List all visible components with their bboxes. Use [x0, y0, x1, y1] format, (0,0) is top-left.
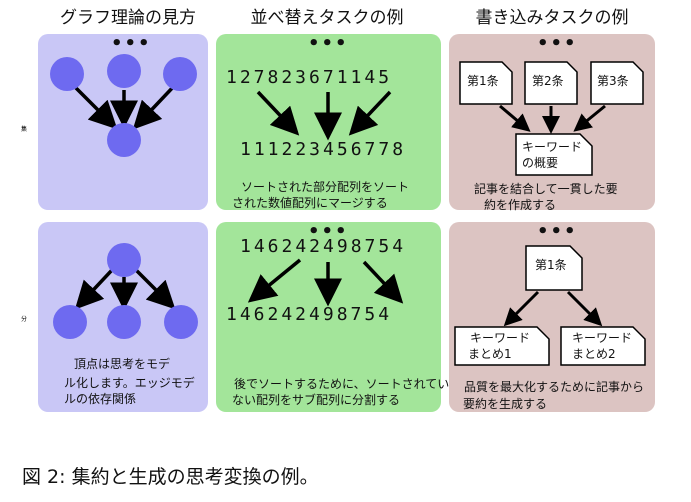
sort-panel-bottom: [216, 222, 441, 412]
write-top-docs: [459, 61, 644, 176]
write-bottom-docs: [454, 245, 646, 366]
merge-description-line2: された数値配列にマージする: [232, 196, 388, 210]
figure-caption: 図 2: 集約と生成の思考変換の例。: [22, 466, 319, 488]
summary2-label-line1: キーワード: [572, 331, 633, 345]
generation-graph: [53, 243, 198, 339]
graph-node: [163, 57, 197, 91]
row-label-split: 分: [21, 316, 28, 323]
split-input-sequence: 146242498754: [240, 236, 407, 257]
graph-node: [107, 243, 141, 277]
ellipsis-dots: •••: [308, 33, 349, 54]
ellipsis-dots: •••: [537, 221, 578, 242]
merge-arrows: [256, 90, 392, 141]
graph-description-line2: ル化します。エッジモデ: [64, 376, 195, 390]
write-bottom-description-line2: 要約を生成する: [463, 397, 548, 411]
summary-label-line2: の概要: [522, 156, 559, 170]
write-task-title: 書き込みタスクの例: [475, 8, 629, 28]
split-description-line2: ない配列をサブ配列に分割する: [232, 393, 401, 407]
aggregation-graph: [50, 54, 197, 157]
merge-description-line1: ソートされた部分配列をソート: [241, 180, 410, 194]
row-label-aggregate: 集: [21, 126, 28, 133]
split-description-line1: 後でソートするために、ソートされてい: [234, 377, 450, 391]
split-arrows: [247, 258, 404, 307]
summary2-label-line2: まとめ2: [572, 347, 616, 361]
ellipsis-dots: •••: [537, 33, 578, 54]
merge-input-sequence: 127823671145: [226, 67, 393, 88]
write-top-description-line1: 記事を結合して一貫した要: [474, 182, 618, 196]
write-top-description-line2: 約を作成する: [484, 198, 557, 212]
graph-node: [53, 305, 87, 339]
graph-node: [107, 123, 141, 157]
write-bottom-description-line1: 品質を最大化するために記事から: [464, 380, 645, 394]
sort-task-title: 並べ替えタスクの例: [250, 8, 404, 28]
graph-theory-title: グラフ理論の見方: [60, 8, 196, 28]
ellipsis-dots: •••: [308, 221, 349, 242]
doc-label-1: 第1条: [467, 74, 499, 88]
summary1-label-line2: まとめ1: [468, 347, 512, 361]
doc-label-bottom: 第1条: [535, 258, 567, 272]
graph-node: [107, 54, 141, 88]
graph-node: [50, 57, 84, 91]
graph-description-line1: 頂点は思考をモデ: [74, 357, 171, 371]
summary-label-line1: キーワード: [522, 140, 583, 154]
graph-node: [107, 305, 141, 339]
graph-description-line3: ルの依存関係: [64, 392, 137, 406]
graph-node: [164, 305, 198, 339]
summary1-label-line1: キーワード: [470, 331, 531, 345]
doc-label-2: 第2条: [532, 74, 564, 88]
split-output-sequence: 146242498754: [226, 304, 393, 325]
doc-label-3: 第3条: [597, 74, 629, 88]
ellipsis-dots: •••: [111, 33, 152, 54]
merge-output-sequence: 111223456778: [240, 139, 407, 160]
